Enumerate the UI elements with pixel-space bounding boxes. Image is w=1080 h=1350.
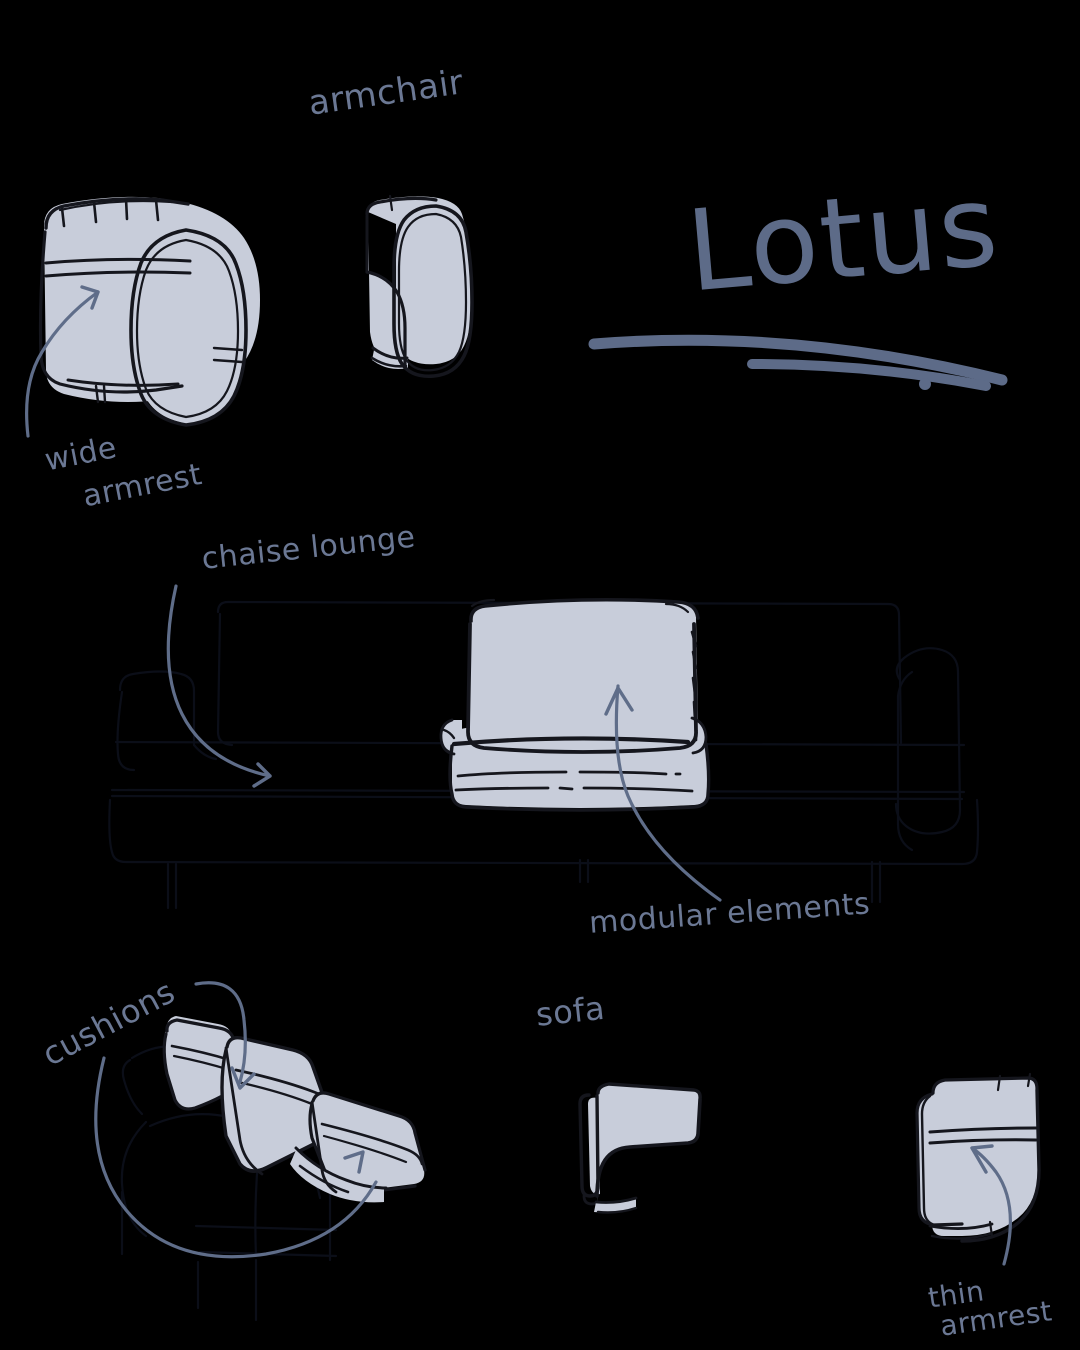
sketch-wide-armrest (38, 196, 260, 427)
arrow-wide-armrest (25, 285, 100, 438)
brand-wordmark: Lotus (682, 160, 1005, 318)
sketch-seat-module (439, 597, 711, 812)
sketch-armchair-side (365, 194, 474, 379)
sketch-sofa-arm (578, 1082, 702, 1214)
arrow-modular-elements (604, 684, 722, 902)
logo-dot (919, 378, 931, 390)
label-sofa: sofa (534, 988, 607, 1034)
logo-underline (588, 334, 1008, 391)
arrow-thin-armrest (970, 1144, 1012, 1266)
arrow-chaise-lounge (166, 584, 272, 788)
arrow-cushions-upper (194, 981, 256, 1090)
sketch-cushion-stack (162, 1016, 427, 1203)
arrow-cushions-loop (94, 1056, 378, 1259)
